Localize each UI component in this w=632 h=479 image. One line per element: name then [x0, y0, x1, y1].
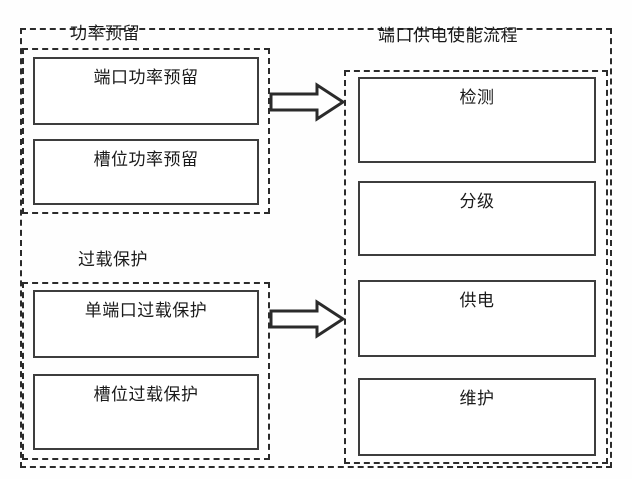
group-box-overload-protection: [22, 282, 270, 460]
group-title-poe-flow: 端口供电使能流程: [378, 26, 518, 46]
node-power-supply[interactable]: 供电: [358, 280, 596, 357]
node-slot-overload-protection[interactable]: 槽位过载保护: [33, 374, 259, 450]
node-classify[interactable]: 分级: [358, 181, 596, 256]
node-label: 供电: [459, 291, 495, 311]
node-maintain[interactable]: 维护: [358, 378, 596, 456]
arrow-right-icon-power-reserve-to-poe-flow: [268, 82, 346, 122]
outer-dashed-frame: [20, 28, 612, 468]
node-detect[interactable]: 检测: [358, 77, 596, 163]
node-single-port-overload-protection[interactable]: 单端口过载保护: [33, 290, 259, 358]
group-box-power-reserve: [22, 48, 270, 214]
node-label: 槽位过载保护: [93, 385, 199, 405]
group-box-poe-flow: [344, 70, 608, 464]
group-title-overload-protection: 过载保护: [78, 250, 148, 270]
node-label: 维护: [459, 389, 495, 409]
node-label: 槽位功率预留: [93, 150, 199, 170]
node-label: 端口功率预留: [93, 68, 199, 88]
node-label: 检测: [459, 88, 495, 108]
node-label: 分级: [459, 192, 495, 212]
node-slot-power-reserve[interactable]: 槽位功率预留: [33, 139, 259, 205]
arrow-right-icon: [269, 82, 346, 122]
node-port-power-reserve[interactable]: 端口功率预留: [33, 57, 259, 125]
arrow-right-icon: [269, 299, 346, 339]
arrow-right-icon-overload-to-poe-flow: [268, 299, 346, 339]
group-title-power-reserve: 功率预留: [70, 24, 140, 44]
node-label: 单端口过载保护: [84, 301, 208, 321]
